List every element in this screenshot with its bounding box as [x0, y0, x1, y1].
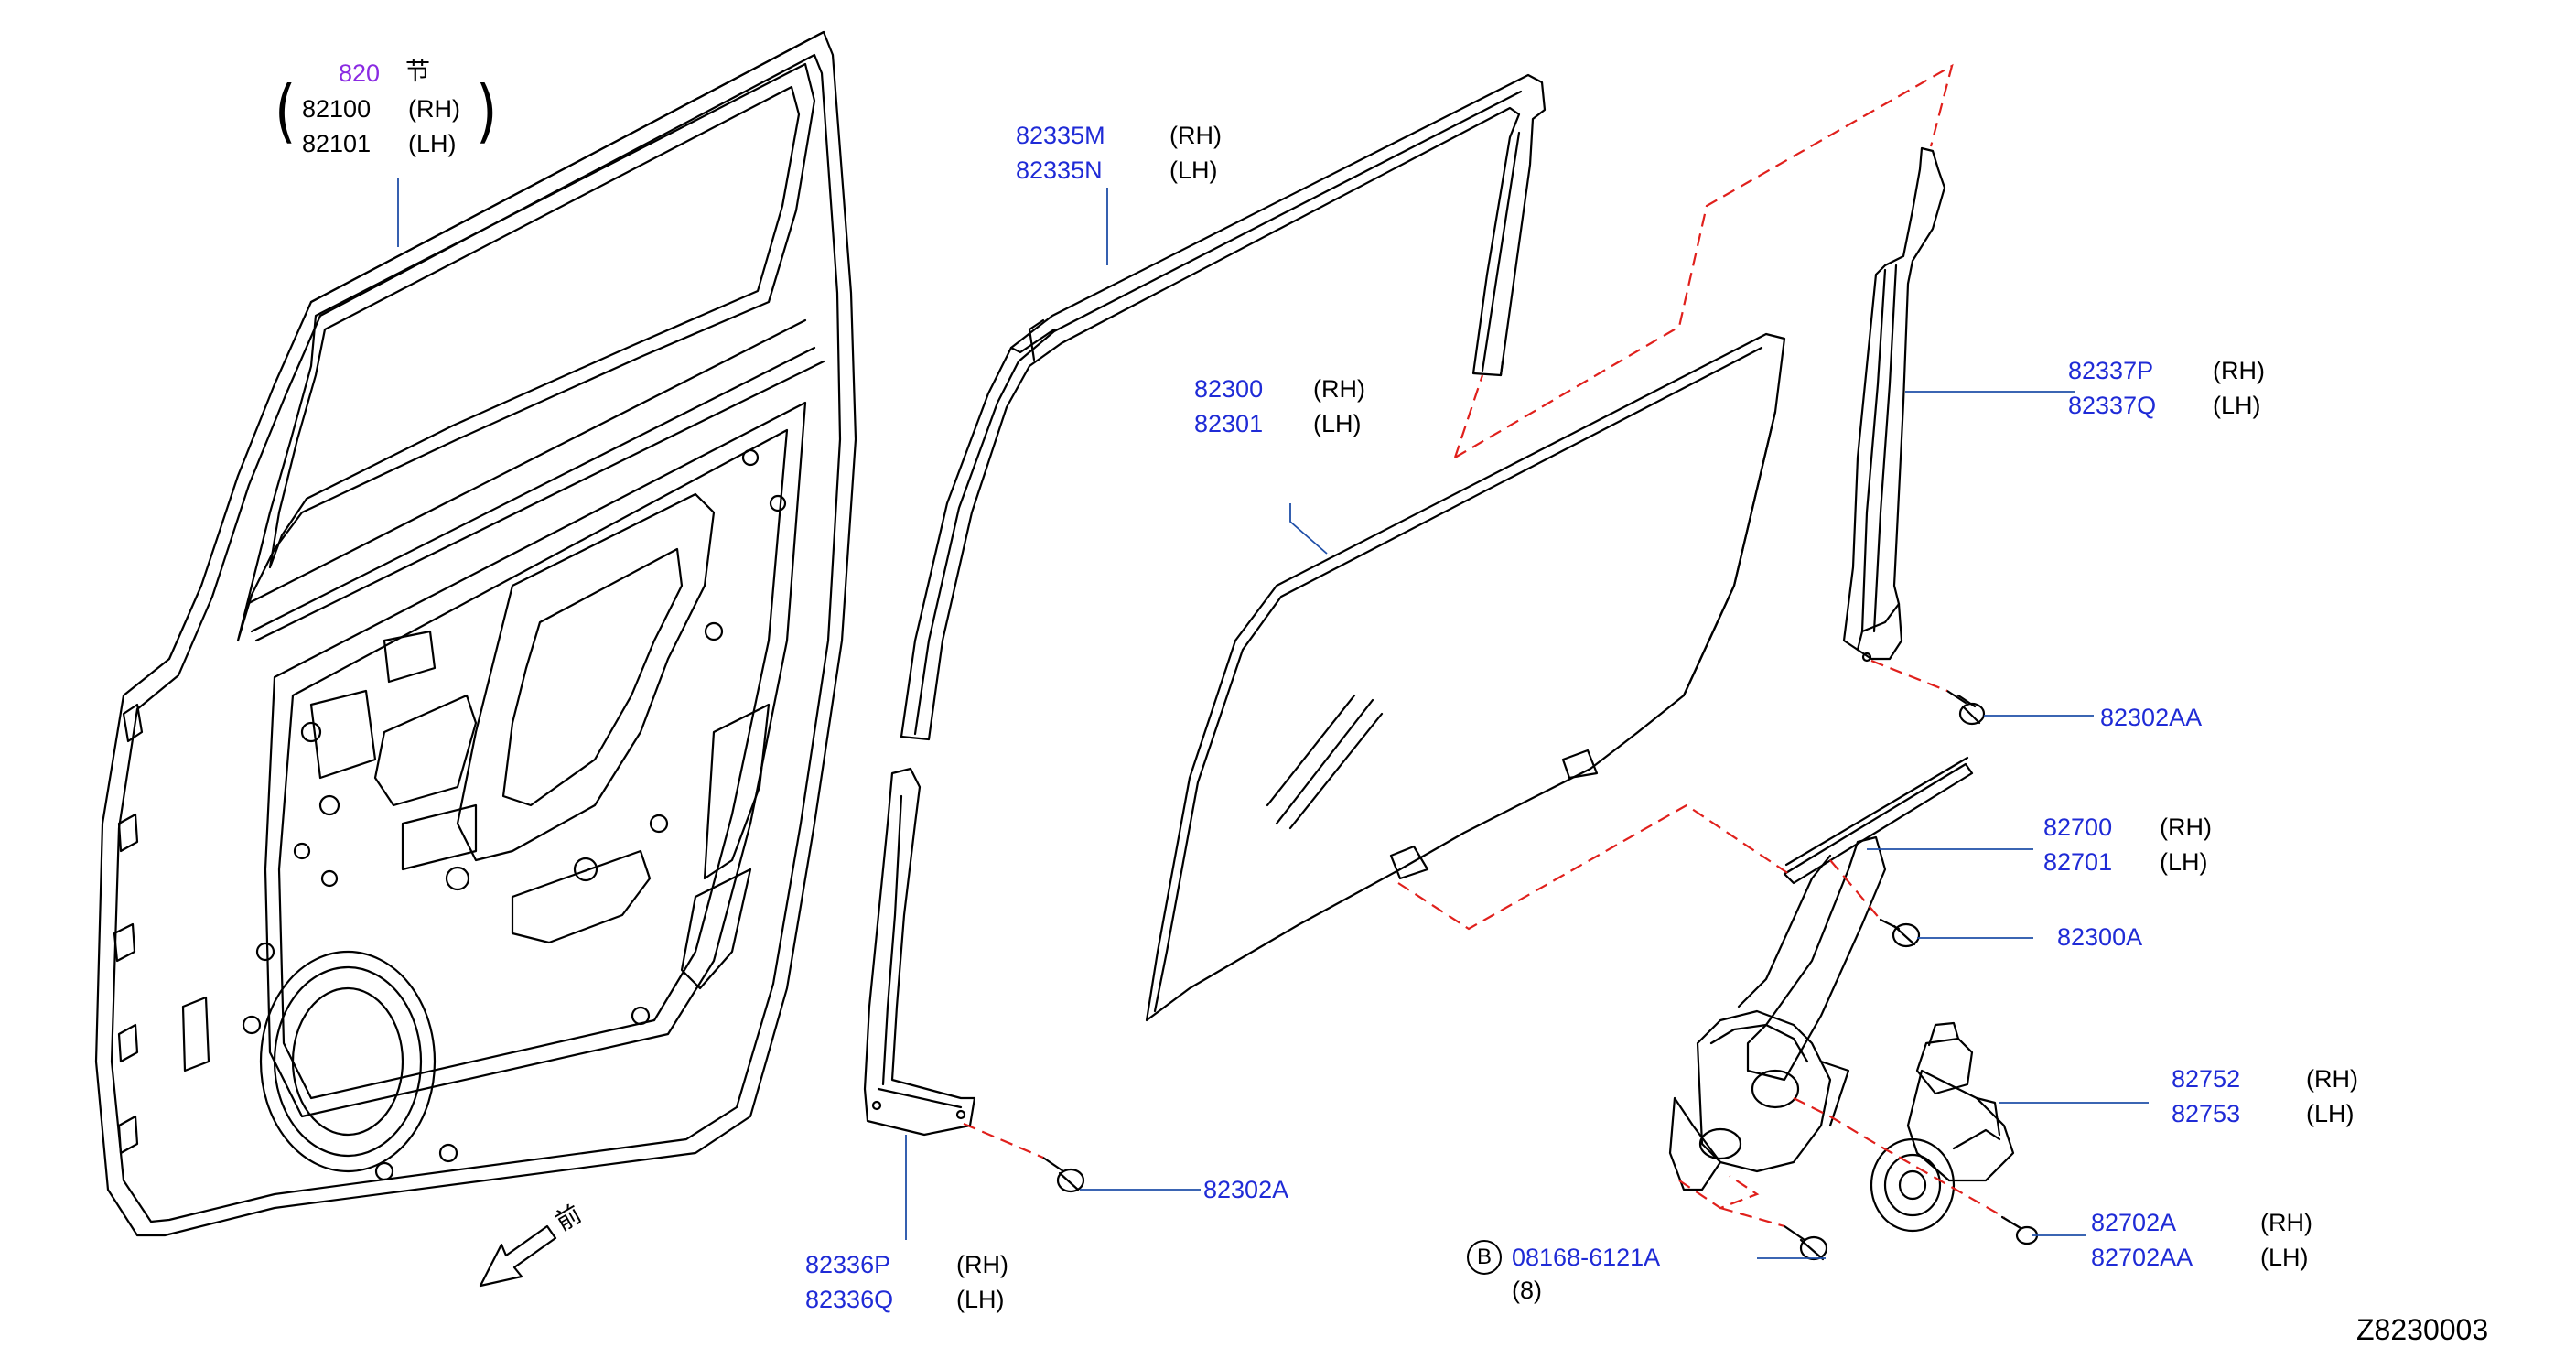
callout-motor-screw-rh[interactable]: 82702A [2091, 1209, 2177, 1236]
callout-bolt-82300a[interactable]: 82300A [2057, 923, 2143, 951]
callout-door-lh: 82101 [302, 130, 372, 157]
callout-regulator-lh-tag: (LH) [2160, 848, 2208, 876]
callout-sash-rh[interactable]: 82335M [1016, 122, 1105, 149]
callout-motor-rh-tag: (RH) [2306, 1065, 2358, 1093]
rear-channel-drawing [1842, 146, 1946, 663]
callout-rear-channel-rh[interactable]: 82337P [2068, 357, 2154, 384]
front-channel-drawing [863, 767, 976, 1137]
callout-bolt-82302aa[interactable]: 82302AA [2100, 704, 2203, 731]
callout-door-group: 820 [339, 59, 381, 87]
bracket-left: ( [275, 71, 296, 152]
callout-regulator-rh-tag: (RH) [2160, 814, 2212, 841]
callout-bolt-b-part[interactable]: 08168-6121A [1512, 1244, 1661, 1271]
assembly-lines [963, 63, 2005, 1228]
callout-motor-screw-rh-tag: (RH) [2260, 1209, 2312, 1236]
regulator-drawing [1668, 756, 1974, 1191]
door-panel-drawing [94, 30, 857, 1237]
callout-sash-lh-tag: (LH) [1169, 156, 1218, 184]
callout-glass-lh-tag: (LH) [1313, 410, 1362, 437]
callout-regulator-rh[interactable]: 82700 [2043, 814, 2113, 841]
bracket-right: ) [476, 71, 498, 152]
callout-door-rh: 82100 [302, 95, 372, 123]
callout-front-channel-rh[interactable]: 82336P [805, 1251, 891, 1278]
callout-front-channel-rh-tag: (RH) [956, 1251, 1008, 1278]
callout-motor-rh[interactable]: 82752 [2172, 1065, 2241, 1093]
callout-motor-lh[interactable]: 82753 [2172, 1100, 2241, 1127]
diagram-code: Z8230003 [2356, 1313, 2489, 1346]
motor-drawing [1870, 1021, 2015, 1233]
callout-motor-screw-lh[interactable]: 82702AA [2091, 1244, 2193, 1271]
callout-sash-lh[interactable]: 82335N [1016, 156, 1103, 184]
callout-glass-lh[interactable]: 82301 [1194, 410, 1264, 437]
callout-glass-rh-tag: (RH) [1313, 375, 1365, 403]
callout-door-rh-tag: (RH) [408, 95, 460, 123]
leader-lines [397, 178, 2149, 1259]
callout-rear-channel-rh-tag: (RH) [2213, 357, 2265, 384]
callout-bolt-b-qty: (8) [1512, 1277, 1542, 1304]
callout-door-lh-tag: (LH) [408, 130, 457, 157]
front-arrow-icon [479, 1224, 557, 1288]
callout-motor-screw-lh-tag: (LH) [2260, 1244, 2309, 1271]
callout-front-channel-lh[interactable]: 82336Q [805, 1286, 894, 1313]
bolts-drawing [1041, 689, 2039, 1261]
callout-front-channel-lh-tag: (LH) [956, 1286, 1005, 1313]
callout-door-group-suffix: 节 [405, 58, 430, 85]
callout-rear-channel-lh[interactable]: 82337Q [2068, 392, 2157, 419]
callout-glass-rh[interactable]: 82300 [1194, 375, 1264, 403]
callout-sash-rh-tag: (RH) [1169, 122, 1222, 149]
glass-drawing [1145, 332, 1786, 1022]
callout-rear-channel-lh-tag: (LH) [2213, 392, 2261, 419]
callout-regulator-lh[interactable]: 82701 [2043, 848, 2113, 876]
callout-bolt-b-symbol: B [1467, 1240, 1502, 1275]
callout-motor-lh-tag: (LH) [2306, 1100, 2355, 1127]
upper-sash-drawing [900, 73, 1547, 741]
callout-bolt-82302a[interactable]: 82302A [1203, 1176, 1289, 1203]
